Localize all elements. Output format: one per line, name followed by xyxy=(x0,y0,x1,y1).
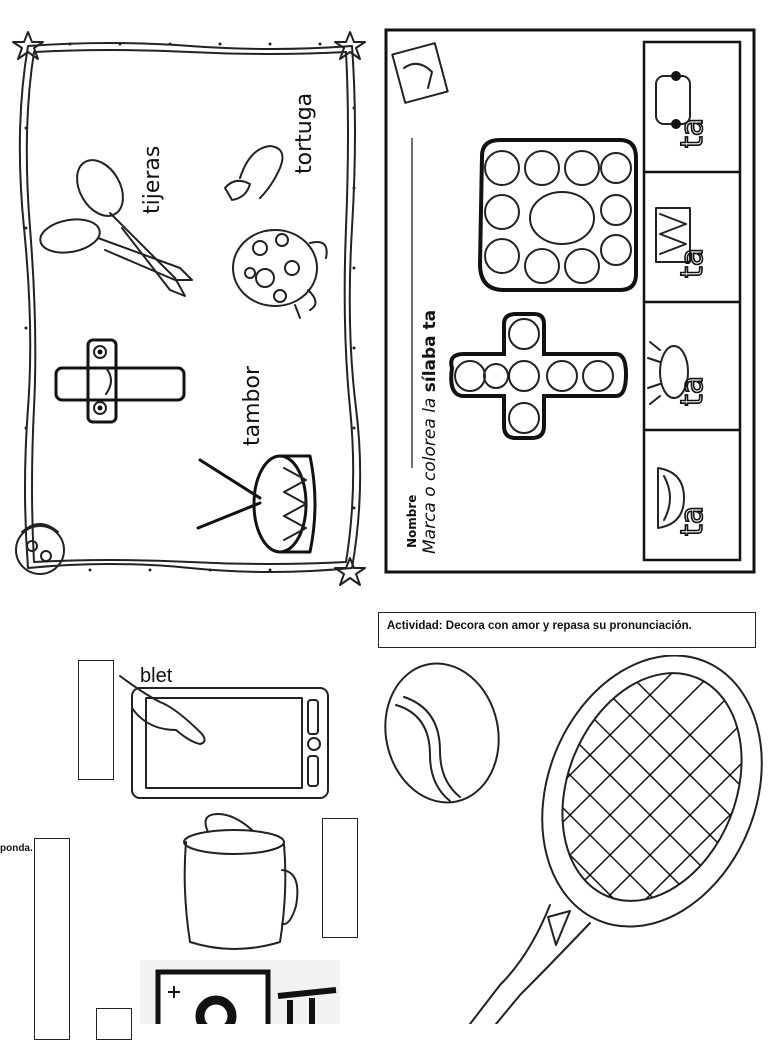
blank-box-tablet[interactable] xyxy=(78,660,114,780)
cut-text: ponda. xyxy=(0,843,33,854)
hand-marker-icon xyxy=(391,42,449,104)
name-label: Nombre xyxy=(405,494,419,548)
turtle-icon xyxy=(224,145,328,319)
tennis-racket-icon xyxy=(469,655,768,1024)
letter-t-icon xyxy=(54,338,186,424)
instruction-prefix: Marca o colorea la xyxy=(420,397,440,554)
tile-syllable-2: ta xyxy=(675,248,710,278)
scissors-icon xyxy=(39,159,193,297)
right-worksheet: ta ta ta ta No xyxy=(384,28,756,574)
mug-icon xyxy=(183,813,299,950)
tile-syllable-3: ta xyxy=(675,376,710,406)
dot-letter-a xyxy=(477,138,638,292)
taco-icon xyxy=(657,467,685,529)
left-worksheet-frame xyxy=(12,31,366,586)
word-tortuga: tortuga xyxy=(292,92,317,174)
tablet-label: blet xyxy=(140,665,173,687)
word-tambor: tambor xyxy=(240,365,265,446)
child-face-icon xyxy=(15,523,65,575)
car-icon xyxy=(655,71,691,129)
picture-frame-icon xyxy=(140,960,340,1024)
right-worksheet-frame: ta ta ta ta xyxy=(384,28,756,574)
instruction-line: Marca o colorea la sílaba ta xyxy=(420,310,440,554)
drum-tile-icon xyxy=(655,207,691,263)
blank-box-mug[interactable] xyxy=(322,818,358,938)
instruction-bold: sílaba ta xyxy=(420,309,440,393)
drum-icon xyxy=(196,454,317,554)
crab-icon xyxy=(647,341,689,405)
tile-syllable-1: ta xyxy=(675,118,710,148)
blank-box-left[interactable] xyxy=(34,838,70,1040)
tile-syllable-4: ta xyxy=(675,506,710,536)
word-tijeras: tijeras xyxy=(140,145,165,214)
tennis-illustration xyxy=(384,655,768,1024)
dot-letter-t xyxy=(449,312,629,440)
tennis-ball-icon xyxy=(384,662,500,804)
blank-box-bottom[interactable] xyxy=(96,1008,132,1040)
activity-header: Actividad: Decora con amor y repasa su p… xyxy=(378,612,756,648)
left-worksheet: tijeras tortuga tambor xyxy=(10,28,370,588)
instruction-text: Nombre xyxy=(402,495,420,548)
tablet-icon xyxy=(119,675,329,799)
